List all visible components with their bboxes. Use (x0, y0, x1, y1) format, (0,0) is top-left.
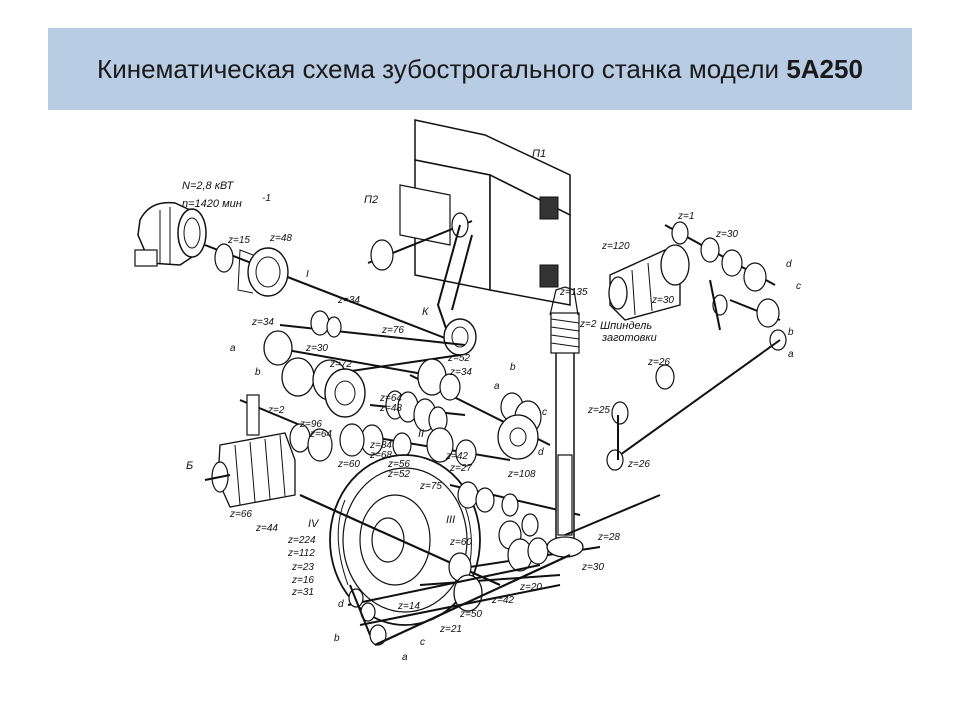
label-z50: z=50 (459, 609, 482, 620)
label-z72: z=72 (329, 359, 352, 370)
kinematic-diagram: N=2,8 кВТ n=1420 мин -1 z=15 z=48 I П1 П… (134, 119, 801, 663)
label-z2a: z=2 (579, 319, 597, 330)
label-d1: d (538, 447, 544, 458)
label-motor-power: N=2,8 кВТ (182, 180, 235, 192)
diagram-labels: N=2,8 кВТ n=1420 мин -1 z=15 z=48 I П1 П… (182, 148, 801, 663)
label-z120: z=120 (601, 241, 630, 252)
workpiece-spindle (546, 286, 661, 558)
label-z52b: z=52 (387, 469, 410, 480)
label-z108: z=108 (507, 469, 536, 480)
label-z96: z=96 (299, 419, 322, 430)
label-z84: z=84 (369, 440, 392, 451)
title-text: Кинематическая схема зубострогального ст… (97, 53, 780, 84)
label-shaft-iv: IV (308, 518, 320, 530)
label-z42b: z=42 (491, 595, 514, 606)
label-a1: a (494, 381, 500, 392)
label-z64: z=64 (309, 429, 332, 440)
label-c2: c (420, 637, 425, 648)
spindle-assembly (608, 221, 787, 351)
label-z2b: z=2 (267, 405, 285, 416)
label-z44: z=44 (255, 523, 278, 534)
label-c3: c (796, 281, 801, 292)
label-z30b: z=30 (715, 229, 738, 240)
label-a2: a (402, 652, 408, 663)
label-c1: c (542, 407, 547, 418)
label-z21: z=21 (439, 624, 462, 635)
label-b3: b (788, 327, 794, 338)
title-bar: Кинематическая схема зубострогального ст… (48, 28, 912, 110)
label-motor-speed-exp: -1 (262, 193, 271, 204)
label-z30c: z=30 (651, 295, 674, 306)
label-z34a: z=34 (337, 295, 360, 306)
label-z60b: z=60 (449, 537, 472, 548)
label-z52: z=52 (447, 353, 470, 364)
label-b: b (255, 367, 261, 378)
label-z26b: z=26 (627, 459, 650, 470)
slide-title: Кинематическая схема зубострогального ст… (97, 54, 863, 85)
label-motor-speed: n=1420 мин (182, 198, 242, 210)
label-z34c: z=34 (449, 367, 472, 378)
label-b1: b (510, 362, 516, 373)
label-z34b: z=34 (251, 317, 274, 328)
label-z135: z=135 (559, 287, 588, 298)
label-z76: z=76 (381, 325, 404, 336)
label-b2: b (334, 633, 340, 644)
label-shaft-iii: III (446, 514, 455, 526)
label-z30d: z=30 (581, 562, 604, 573)
label-z26a: z=26 (647, 357, 670, 368)
label-z23: z=23 (291, 562, 314, 573)
label-z48b: z=48 (379, 403, 402, 414)
label-z48: z=48 (269, 233, 292, 244)
label-z30: z=30 (305, 343, 328, 354)
label-shaft-i: I (306, 269, 309, 280)
label-z68: z=68 (369, 450, 392, 461)
label-z64b: z=64 (379, 393, 402, 404)
label-p2: П2 (364, 194, 378, 206)
label-a3: a (788, 349, 794, 360)
label-p1: П1 (532, 148, 546, 160)
label-spindle-2: заготовки (601, 332, 657, 344)
electric-motor (134, 201, 207, 267)
label-d2: d (338, 599, 344, 610)
label-z25: z=25 (587, 405, 610, 416)
label-z224: z=224 (287, 535, 316, 546)
label-z1: z=1 (677, 211, 694, 222)
cradle-slide (367, 119, 571, 341)
title-model: 5А250 (786, 53, 863, 84)
label-z112: z=112 (287, 548, 315, 559)
label-z66: z=66 (229, 509, 252, 520)
label-z56: z=56 (387, 459, 410, 470)
label-z16: z=16 (291, 575, 314, 586)
label-z75: z=75 (419, 481, 442, 492)
label-z15: z=15 (227, 235, 250, 246)
label-k: К (422, 306, 429, 318)
label-a: a (230, 343, 236, 354)
label-shaft-ii: II (418, 428, 424, 440)
label-z31: z=31 (291, 587, 314, 598)
label-z27: z=27 (449, 463, 472, 474)
label-z14: z=14 (397, 601, 420, 612)
label-spindle-1: Шпиндель (600, 320, 652, 332)
label-z60: z=60 (337, 459, 360, 470)
label-z42: z=42 (445, 451, 468, 462)
label-z28: z=28 (597, 532, 620, 543)
label-d3: d (786, 259, 792, 270)
label-b-block: Б (186, 460, 193, 472)
label-z20: z=20 (519, 582, 542, 593)
